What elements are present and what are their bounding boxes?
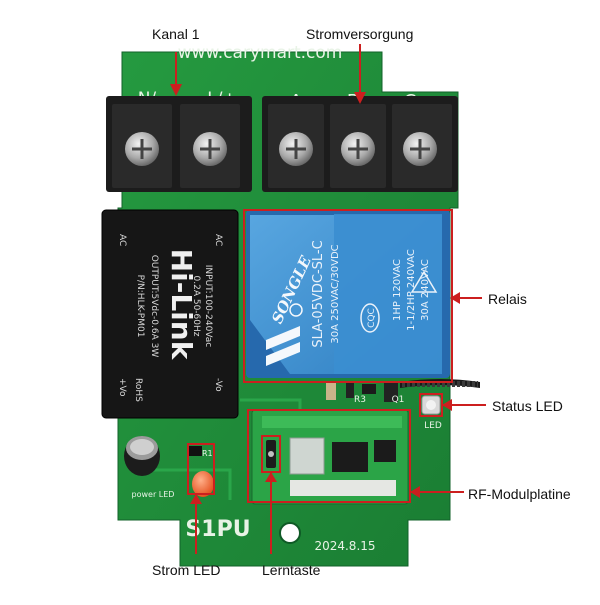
mounting-hole [279,522,301,544]
psu-ac1: AC [213,234,223,246]
psu-input2: 0.2A 50-60Hz [191,276,201,337]
status-led: LED [421,395,442,431]
relay-model: SLA-05VDC-SL-C [311,240,326,347]
label-strom-led: Strom LED [152,562,221,578]
cqc-mark-icon [360,303,380,333]
label-rf-modulplatine: RF-Modulplatine [468,486,571,502]
psu-output: OUTPUT:5Vdc-0.6A 3W [149,255,159,358]
board-date: 2024.8.15 [314,539,375,553]
psu-vplus: +Vo [117,378,127,397]
psu-pn: P/N:HLK-PM01 [135,275,145,338]
annotation-box-rf [247,409,411,503]
relay: SONGLE SLA-05VDC-SL-C 30A 250VAC/30VDC 1… [246,210,450,378]
pcb-url-text: www.carymart.com [178,43,343,63]
component-row: R3 Q1 [326,382,404,405]
annotation-box-relais [243,209,453,383]
label-status-led: Status LED [492,398,563,414]
relay-cqc: CQC [367,308,377,328]
psu-brand: Hi-Link [165,249,198,361]
psu-rohs: RoHS [133,378,143,402]
terminal-block-right [262,96,458,192]
relay-rating3: 1-1/2HP 240VAC [406,249,417,331]
relay-rating1: 30A 250VAC/30VDC [330,244,341,343]
psu-vminus: -Vo [213,378,223,392]
terminal-block-left [106,96,252,192]
annotations [170,44,486,554]
power-led: R1 power LED [132,446,214,499]
label-r1: R1 [202,449,213,458]
label-r3: R3 [354,395,366,405]
relay-rating4: 30A 240VAC [420,259,431,321]
rf-module [251,409,409,505]
power-module: Hi-Link INPUT:100-240Vac 0.2A 50-60Hz OU… [101,209,239,419]
psu-input: INPUT:100-240Vac [203,265,213,348]
label-q1: Q1 [392,395,405,405]
annotation-box-strom-led [187,443,215,495]
songle-logo-icon [266,303,303,366]
label-led: LED [424,421,442,431]
rf-chip [332,442,368,472]
label-stromversorgung: Stromversorgung [306,26,414,42]
relay-rating2: 1HP 120VAC [392,259,403,321]
label-lerntaste: Lerntaste [262,562,321,578]
label-kanal-1: Kanal 1 [152,26,200,42]
capacitor [124,436,160,476]
warning-triangle-icon [410,270,438,293]
label-power-led: power LED [132,490,175,499]
psu-ac2: AC [117,234,127,246]
label-relais: Relais [488,291,527,307]
